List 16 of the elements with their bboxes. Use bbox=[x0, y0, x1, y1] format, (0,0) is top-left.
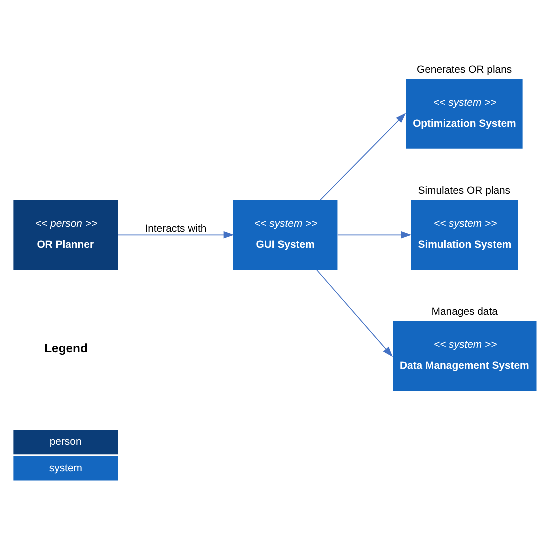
node-label: Generates OR plans bbox=[416, 64, 512, 76]
node-box: << system >> Optimization System bbox=[406, 78, 523, 148]
legend-label: system bbox=[49, 462, 82, 474]
arrow bbox=[316, 269, 394, 357]
node-box: << system >> Simulation System bbox=[411, 200, 518, 270]
legend-label: person bbox=[50, 436, 82, 448]
node-label: Manages data bbox=[432, 306, 498, 318]
node-box: << system >> Data Management System bbox=[393, 320, 537, 391]
arrow bbox=[337, 230, 412, 238]
node-label: Simulates OR plans bbox=[418, 185, 511, 196]
edge-label: Interacts with bbox=[145, 224, 207, 235]
node-box: << person >> OR Planner bbox=[14, 200, 118, 270]
arrow bbox=[320, 112, 406, 200]
node-box: << system >> GUI System bbox=[233, 200, 338, 270]
arrow bbox=[118, 230, 234, 238]
label: Legend bbox=[44, 340, 88, 355]
